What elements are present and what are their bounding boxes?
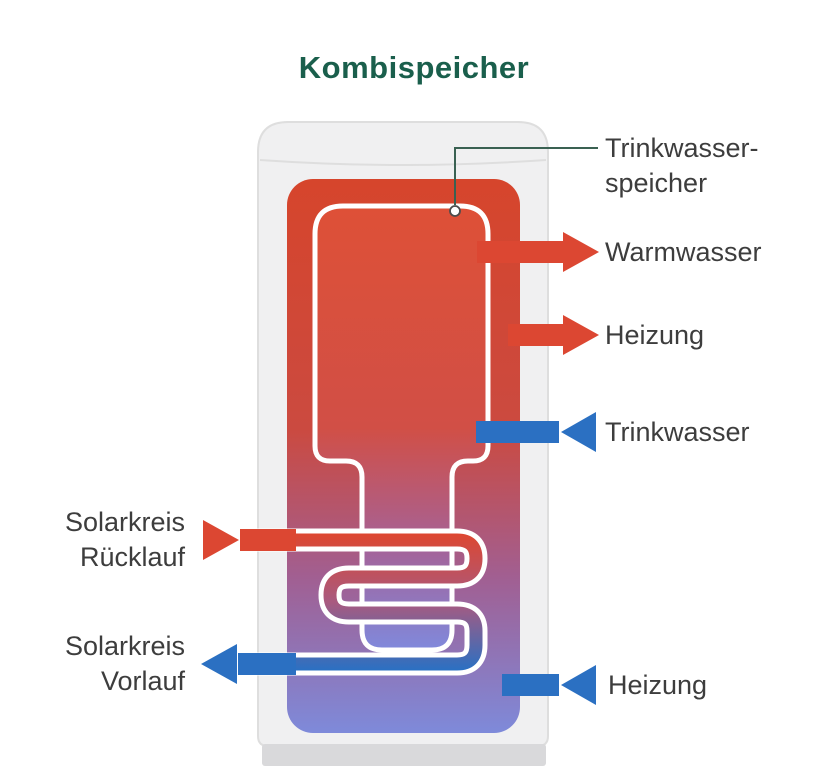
- label-line: Vorlauf: [100, 666, 185, 696]
- label-line: Solarkreis: [64, 507, 185, 537]
- solar-ruecklauf-arrow: [203, 520, 296, 560]
- trinkwasser-arrow: [476, 412, 596, 452]
- tank-lid-seam: [259, 159, 547, 166]
- label-line: Solarkreis: [64, 631, 185, 661]
- solar-coil-tube: [244, 533, 483, 671]
- solar-coil: [244, 528, 488, 676]
- label-trinkwasser: Trinkwasser: [605, 417, 750, 447]
- heizung-supply-arrow: [508, 315, 599, 355]
- label-line: Trinkwasser-: [605, 133, 759, 163]
- label-warmwasser: Warmwasser: [605, 237, 762, 267]
- callout-line: [454, 147, 598, 205]
- solar-vorlauf-arrow: [201, 644, 296, 684]
- label-line: speicher: [605, 168, 708, 198]
- callout-marker: [449, 205, 461, 217]
- tank-base: [262, 744, 546, 766]
- label-trinkwasserspeicher: Trinkwasser- speicher: [605, 131, 759, 201]
- label-solarkreis-vorlauf: Solarkreis Vorlauf: [65, 629, 185, 699]
- label-heizung-supply: Heizung: [605, 320, 705, 350]
- label-line: Rücklauf: [79, 542, 185, 572]
- label-solarkreis-ruecklauf: Solarkreis Rücklauf: [65, 505, 185, 575]
- heizung-return-arrow: [502, 665, 596, 705]
- warmwasser-arrow: [477, 232, 599, 272]
- diagram-title: Kombispeicher: [298, 50, 530, 85]
- callout: [449, 147, 598, 217]
- label-heizung-return: Heizung: [608, 670, 708, 700]
